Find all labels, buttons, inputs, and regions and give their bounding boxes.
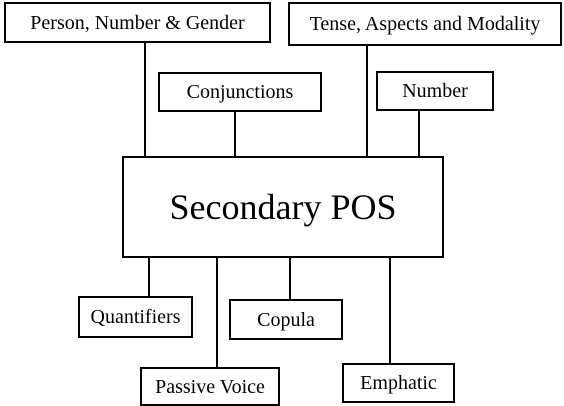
node-conjunctions: Conjunctions: [158, 72, 322, 112]
node-emphatic: Emphatic: [342, 363, 455, 403]
node-quantifiers: Quantifiers: [78, 296, 193, 338]
node-secondary-pos: Secondary POS: [122, 156, 444, 258]
node-person-number-gender: Person, Number & Gender: [4, 2, 271, 43]
node-tense-aspects-modality: Tense, Aspects and Modality: [288, 2, 562, 46]
node-copula: Copula: [229, 299, 343, 340]
node-number: Number: [376, 71, 494, 111]
node-passive-voice: Passive Voice: [140, 367, 280, 406]
